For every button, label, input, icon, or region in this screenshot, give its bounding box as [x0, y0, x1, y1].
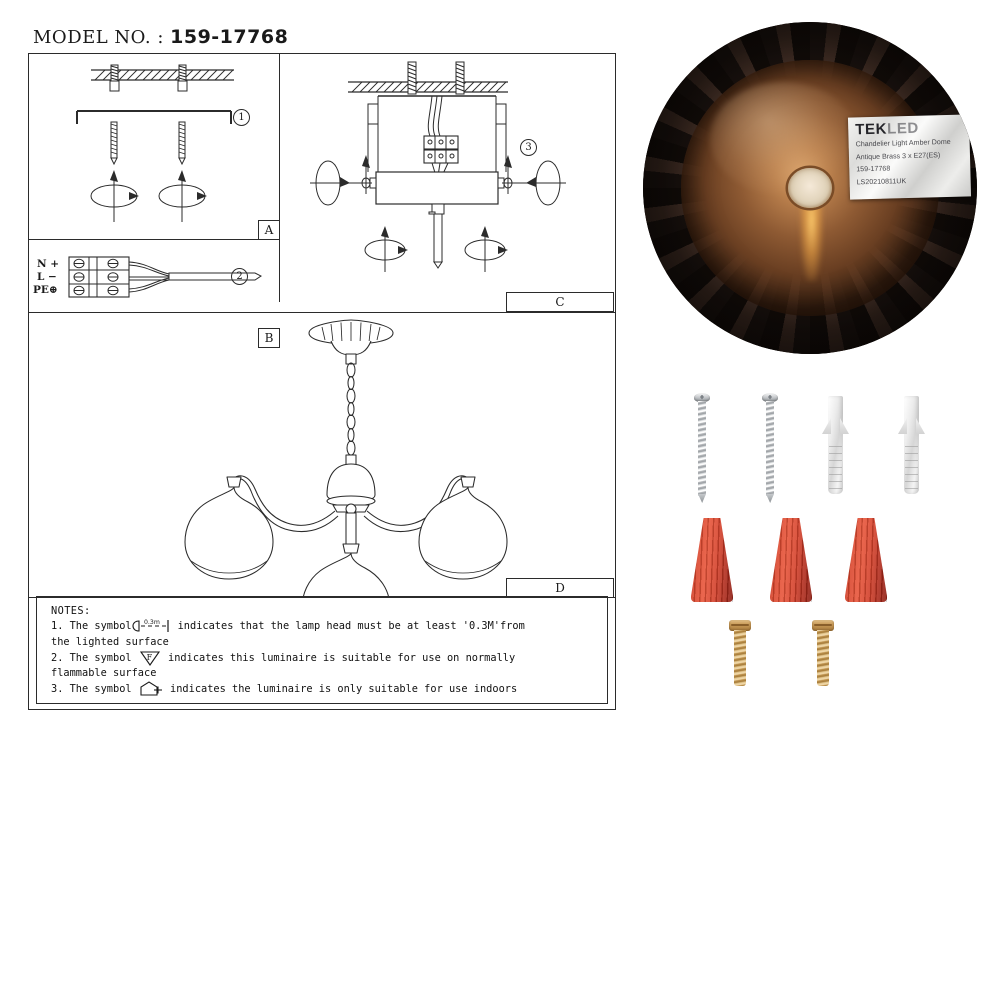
- indoor-use-icon: [138, 681, 164, 697]
- panel-tag-c: C: [506, 292, 614, 312]
- brass-screw-shaft: [817, 630, 829, 686]
- screw-head: [694, 393, 710, 402]
- panel-tag-a: A: [258, 220, 280, 240]
- silver-screw-1: [694, 393, 710, 503]
- svg-text:N +: N +: [37, 258, 59, 270]
- brand-sub-text: LED: [886, 119, 920, 138]
- plug-wing-left: [898, 418, 907, 434]
- model-number-value: 159-17768: [170, 26, 289, 48]
- panel-a-ceiling-bracket: 1: [29, 54, 279, 239]
- note-2-index: 2.: [51, 651, 64, 664]
- wire-connector-1: [691, 518, 733, 602]
- wire-connector-2: [770, 518, 812, 602]
- panel-tag-d: D: [506, 578, 614, 598]
- product-sticker-label: TEKLED Chandelier Light Amber Dome Antiq…: [847, 114, 972, 200]
- product-photo-shade: TEKLED Chandelier Light Amber Dome Antiq…: [643, 22, 977, 354]
- note-1-continuation: the lighted surface: [51, 635, 169, 648]
- brand-main-text: TEK: [855, 120, 888, 139]
- panel-c-plate-assembly: 3: [280, 54, 616, 312]
- brass-screw-head: [812, 620, 834, 631]
- brass-screw-shaft: [734, 630, 746, 686]
- svg-text:F: F: [146, 653, 152, 662]
- divider-horizontal-notes: [29, 597, 616, 599]
- plug-ribs: [829, 446, 842, 492]
- brass-screw-2: [812, 620, 834, 686]
- note-2-text: indicates this luminaire is suitable for…: [168, 651, 516, 664]
- divider-vertical-main: [279, 54, 281, 302]
- note-1-pre: The symbol: [69, 620, 132, 633]
- screw-shaft: [766, 401, 774, 496]
- diagram-frame: 1 A: [28, 53, 616, 710]
- note-item-3: 3. The symbol indicates the luminaire is…: [51, 681, 601, 697]
- notes-box: NOTES: 1. The symbol 0.3m indicates that…: [36, 596, 608, 704]
- step-number-2: 2: [231, 268, 248, 285]
- brass-screw-1: [729, 620, 751, 686]
- label-line-4: LS20210811UK: [856, 176, 907, 187]
- note-3-text: indicates the luminaire is only suitable…: [170, 683, 518, 696]
- step-number-1: 1: [233, 109, 250, 126]
- divider-horizontal-cd: [29, 312, 616, 314]
- model-number-line: MODEL NO. : 159-17768: [33, 26, 288, 48]
- connector-flutes: [691, 518, 733, 602]
- min-distance-icon: 0.3m: [132, 619, 178, 633]
- silver-screw-2: [762, 393, 778, 503]
- plug-wing-left: [822, 418, 831, 434]
- note-item-1: 1. The symbol 0.3m indicates that the la…: [51, 619, 601, 634]
- svg-text:L −: L −: [37, 271, 57, 283]
- note-2-pre: The symbol: [69, 651, 132, 664]
- model-label: MODEL NO. :: [33, 27, 164, 48]
- wall-plug-1: [822, 396, 849, 494]
- panel-d-chandelier: [29, 313, 616, 597]
- plug-wing-right: [916, 418, 925, 434]
- step-number-3: 3: [520, 139, 537, 156]
- screw-tip: [698, 494, 706, 503]
- note-item-2: 2. The symbol F indicates this luminaire…: [51, 650, 601, 666]
- screw-tip: [766, 494, 774, 503]
- svg-text:0.3m: 0.3m: [144, 619, 160, 626]
- screw-shaft: [698, 401, 706, 496]
- panel-b-terminal-wiring: N + L − PE⊕ 2: [29, 240, 279, 312]
- brass-screw-head: [729, 620, 751, 631]
- plug-wing-right: [840, 418, 849, 434]
- notes-title: NOTES:: [51, 605, 91, 617]
- screw-head: [762, 393, 778, 402]
- note-2-continuation: flammable surface: [51, 667, 157, 680]
- connector-flutes: [845, 518, 887, 602]
- connector-flutes: [770, 518, 812, 602]
- flammable-surface-icon: F: [138, 650, 162, 666]
- wall-plug-2: [898, 396, 925, 494]
- instruction-sheet: MODEL NO. : 159-17768: [0, 0, 640, 740]
- note-3-index: 3.: [51, 683, 64, 696]
- note-1-text: indicates that the lamp head must be at …: [177, 620, 525, 633]
- plug-ribs: [905, 446, 918, 492]
- divider-horizontal-ab: [29, 239, 280, 241]
- svg-text:PE⊕: PE⊕: [33, 284, 58, 296]
- note-1-index: 1.: [51, 620, 64, 633]
- panel-tag-b: B: [258, 328, 280, 348]
- wire-connector-3: [845, 518, 887, 602]
- note-3-pre: The symbol: [69, 683, 132, 696]
